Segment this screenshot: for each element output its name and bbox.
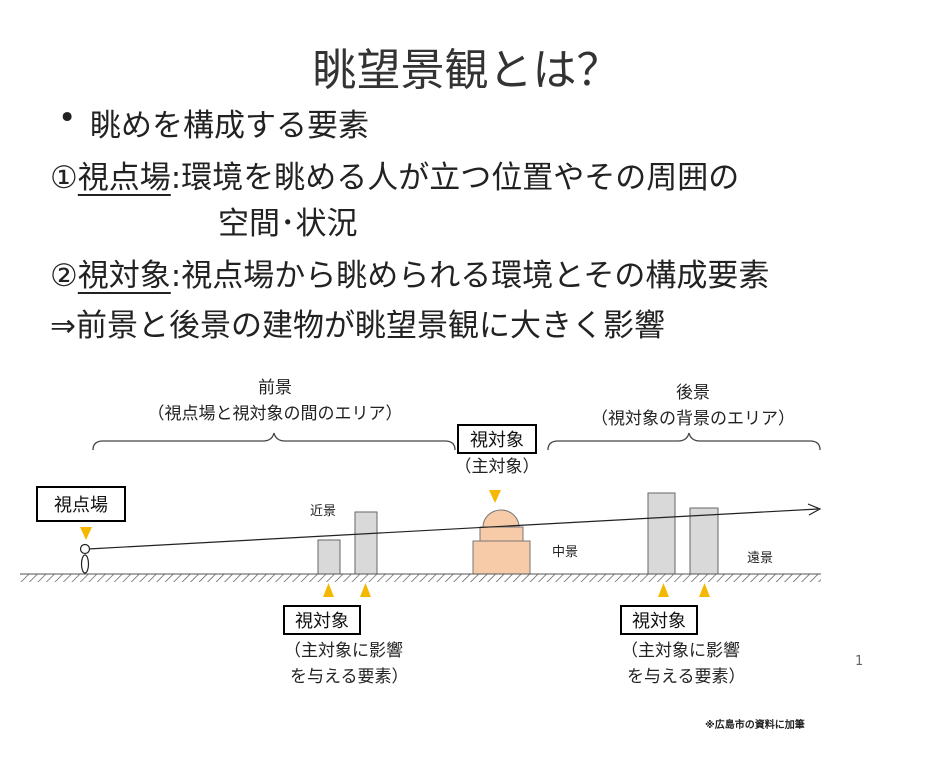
person-head-icon (79, 543, 91, 555)
main-object-base (472, 540, 531, 575)
influence-marker-right-2 (699, 583, 710, 597)
item-1-term: 視点場 (77, 160, 171, 196)
sight-line-arrowhead (807, 503, 822, 516)
viewpoint-marker (80, 527, 92, 540)
foreground-building-small (317, 539, 341, 575)
item-1-number: ① (50, 160, 78, 196)
influence-marker-right-1 (658, 583, 669, 597)
page-number: 1 (855, 654, 864, 669)
far-view-label: 遠景 (747, 551, 773, 566)
conclusion-text: ⇒前景と後景の建物が眺望景観に大きく影響 (50, 308, 665, 344)
bullet-dot: • (58, 100, 77, 136)
main-object-label-box (457, 424, 537, 454)
background-building-1 (647, 492, 676, 575)
influence-sub-right-1: （主対象に影響 (621, 641, 740, 661)
main-object-dome (482, 509, 520, 528)
background-building-2 (689, 507, 719, 575)
middle-view-label: 中景 (552, 545, 578, 560)
influence-marker-left-1 (323, 583, 334, 597)
influence-label-right-box (620, 605, 698, 635)
main-object-middle (479, 526, 524, 542)
main-object-marker (489, 490, 501, 503)
item-1-colon: : (170, 160, 182, 196)
person-body-icon (80, 554, 90, 574)
influence-label-left: 視対象 (295, 611, 349, 632)
foreground-building-tall (354, 511, 378, 575)
main-object-sub-label: （主対象） (455, 457, 540, 477)
item-1-description: 環境を眺める人が立つ位置やその周囲の (181, 160, 740, 196)
item-2-number: ② (50, 258, 78, 294)
item-1-description-continued: 空間･状況 (218, 206, 358, 242)
intro-text: 眺めを構成する要素 (90, 108, 369, 144)
item-1: ①視点場:環境を眺める人が立つ位置やその周囲の (50, 152, 739, 197)
influence-sub-right-2: を与える要素） (627, 667, 746, 687)
near-view-label: 近景 (310, 504, 336, 519)
background-sub-label: （視対象の背景のエリア） (591, 409, 795, 429)
item-2-description: 視点場から眺められる環境とその構成要素 (181, 258, 770, 294)
main-object-label: 視対象 (470, 430, 524, 451)
influence-label-right: 視対象 (632, 611, 686, 632)
influence-label-left-box (283, 605, 361, 635)
influence-sub-left-2: を与える要素） (290, 667, 409, 687)
ground-hatch (20, 574, 821, 582)
source-credit: ※広島市の資料に加筆 (705, 720, 805, 731)
viewpoint-label-box (36, 486, 126, 522)
viewpoint-label: 視点場 (54, 495, 108, 516)
background-label: 後景 (676, 383, 710, 403)
item-2-term: 視対象 (77, 258, 171, 294)
foreground-sub-label: （視点場と視対象の間のエリア） (148, 404, 403, 424)
background-brace (547, 432, 821, 451)
slide-title: 眺望景観とは？ (312, 45, 621, 96)
item-2-colon: : (170, 258, 182, 294)
foreground-label: 前景 (258, 378, 292, 398)
influence-sub-left-1: （主対象に影響 (284, 641, 403, 661)
foreground-brace (92, 432, 456, 451)
item-2: ②視対象:視点場から眺められる環境とその構成要素 (50, 250, 769, 295)
influence-marker-left-2 (360, 583, 371, 597)
sight-line (87, 508, 819, 550)
